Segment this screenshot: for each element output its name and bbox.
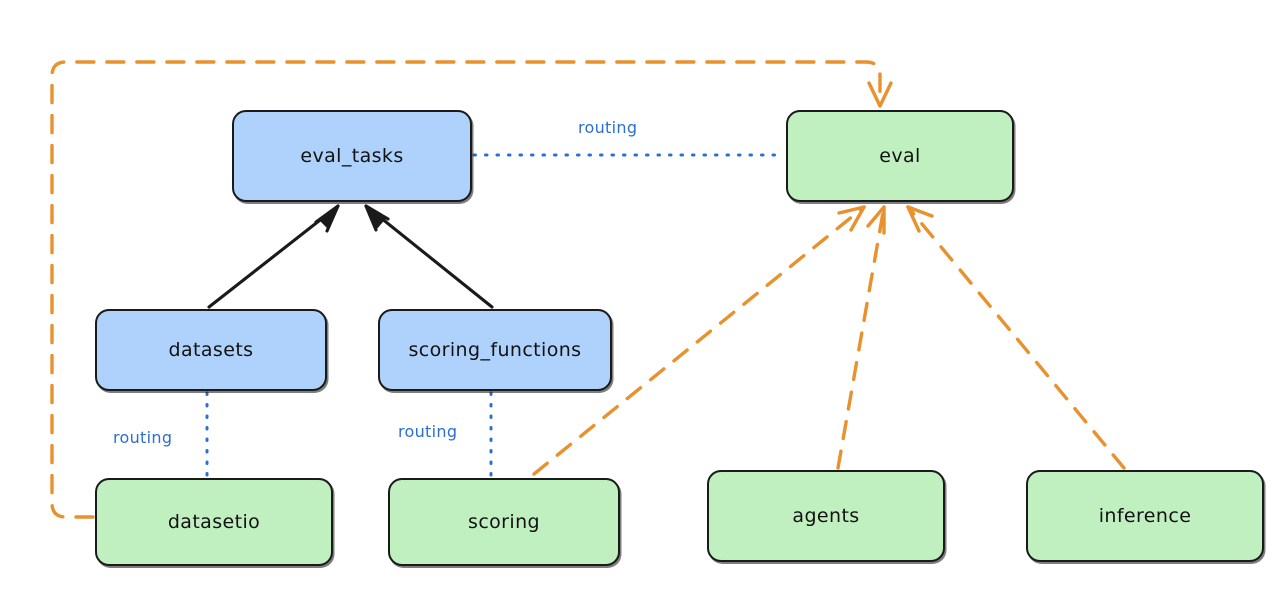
- node-label-scoring: scoring: [468, 511, 540, 533]
- node-scoring-functions[interactable]: scoring_functions: [378, 309, 612, 391]
- edge-scoring-functions-to-eval-tasks: [364, 204, 494, 309]
- edge-agents-to-eval: [836, 205, 886, 470]
- node-agents[interactable]: agents: [707, 470, 945, 562]
- node-label-datasets: datasets: [168, 339, 254, 361]
- node-eval-tasks[interactable]: eval_tasks: [232, 110, 472, 202]
- edge-datasets-to-eval-tasks: [207, 204, 340, 309]
- edge-label-routing-scoring: routing: [398, 422, 458, 441]
- edge-inference-to-eval: [906, 205, 1126, 470]
- node-scoring[interactable]: scoring: [388, 478, 620, 566]
- node-label-agents: agents: [792, 505, 860, 527]
- node-datasetio[interactable]: datasetio: [95, 478, 333, 566]
- edge-label-routing-eval: routing: [578, 118, 638, 137]
- node-inference[interactable]: inference: [1026, 470, 1264, 562]
- node-datasets[interactable]: datasets: [95, 309, 327, 391]
- edge-label-routing-datasets: routing: [113, 428, 173, 447]
- node-label-datasetio: datasetio: [167, 511, 261, 533]
- node-label-scoring-functions: scoring_functions: [408, 339, 582, 361]
- node-label-eval: eval: [879, 145, 921, 167]
- node-eval[interactable]: eval: [786, 110, 1014, 202]
- node-label-inference: inference: [1098, 505, 1192, 527]
- node-label-eval-tasks: eval_tasks: [300, 145, 404, 167]
